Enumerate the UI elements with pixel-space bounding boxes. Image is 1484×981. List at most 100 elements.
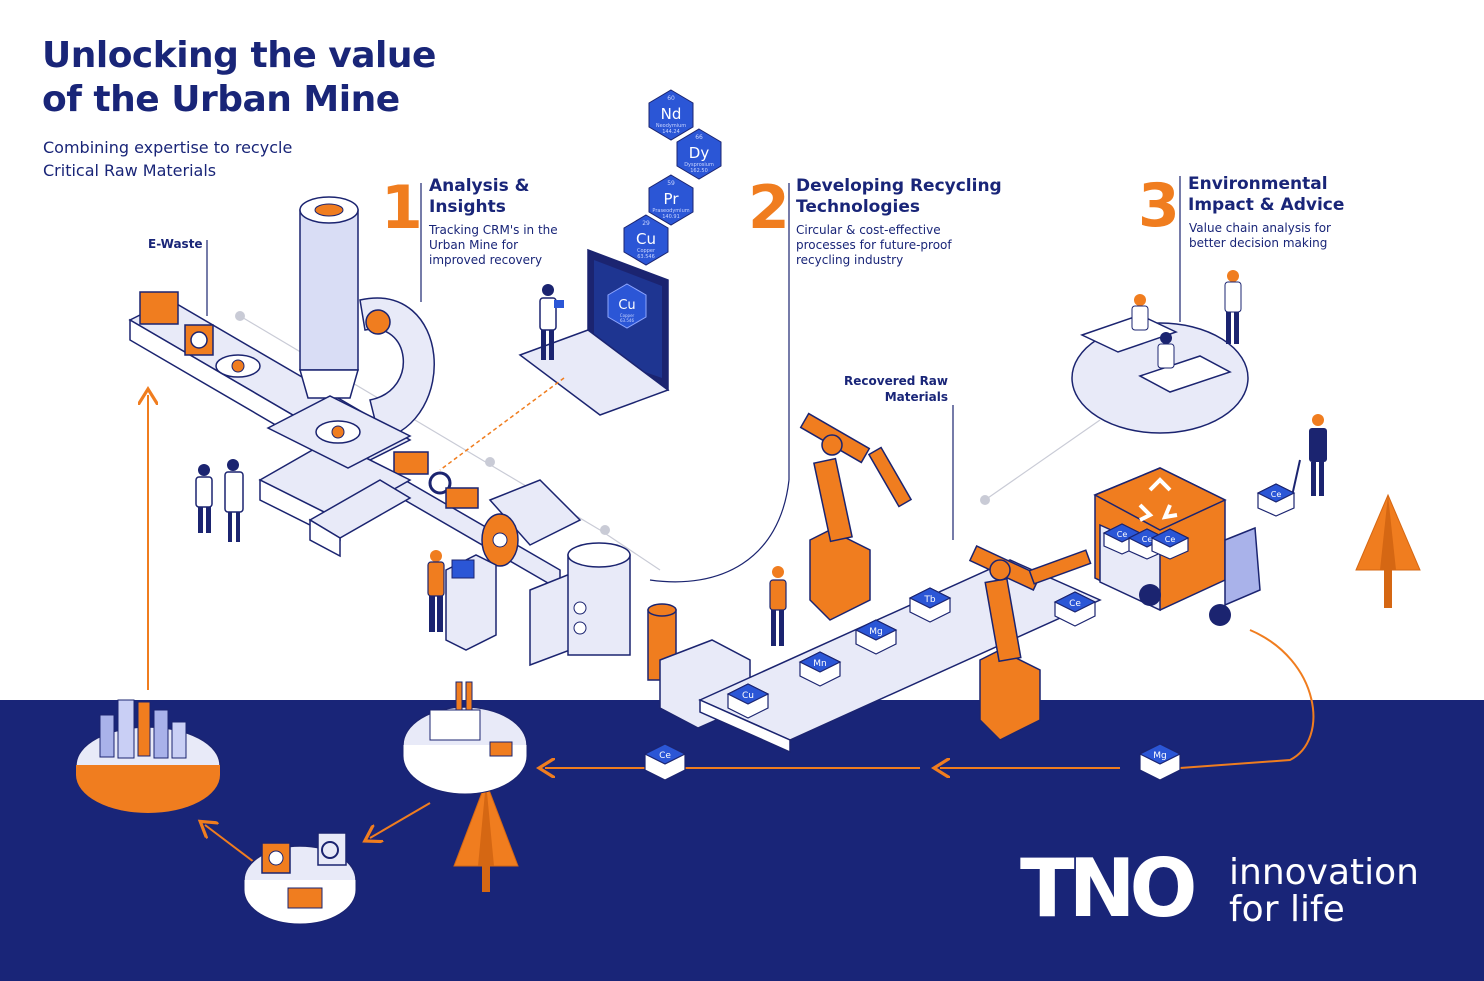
- svg-text:Copper: Copper: [637, 248, 656, 254]
- step-2-number: 2: [748, 173, 790, 243]
- tagline-line1: innovation: [1229, 852, 1419, 893]
- step-1-title-line2: Insights: [429, 197, 506, 217]
- step-2-title-line2: Technologies: [796, 197, 920, 217]
- trolley-token: Ce: [1256, 483, 1296, 517]
- svg-text:Mg: Mg: [869, 627, 882, 637]
- page-title: Unlocking the value of the Urban Mine: [42, 34, 436, 122]
- microscope: [258, 196, 435, 558]
- svg-text:TNO: TNO: [1020, 852, 1194, 924]
- element-hex-dy: 66 Dy Dysprosium 162.50: [676, 128, 722, 180]
- step-1-title: Analysis & Insights: [429, 176, 529, 218]
- element-hex-pr: 59 Pr Praseodymium 140.91: [648, 174, 694, 226]
- ewaste-label: E-Waste: [148, 237, 203, 251]
- svg-text:140.91: 140.91: [662, 214, 680, 220]
- robot-arm-1: [799, 412, 913, 621]
- svg-text:Cu: Cu: [618, 298, 635, 313]
- pallet-worker: [1289, 414, 1327, 506]
- svg-text:Cu: Cu: [636, 230, 656, 248]
- svg-text:63.546: 63.546: [637, 254, 655, 260]
- devices-platform: [243, 832, 357, 925]
- page-title-line2: of the Urban Mine: [42, 79, 400, 120]
- svg-text:Cu: Cu: [742, 691, 754, 701]
- svg-text:144.24: 144.24: [662, 129, 680, 135]
- svg-text:63.546: 63.546: [620, 318, 634, 323]
- element-hex-cu: 29 Cu Copper 63.546: [623, 214, 669, 266]
- step-3-title-line1: Environmental: [1188, 174, 1328, 194]
- svg-text:Nd: Nd: [661, 105, 682, 123]
- step-2-title: Developing Recycling Technologies: [796, 176, 1002, 218]
- svg-text:59: 59: [667, 180, 675, 187]
- svg-text:Copper: Copper: [620, 313, 635, 318]
- step-2-description: Circular & cost-effective processes for …: [796, 223, 952, 268]
- tno-tagline: innovation for life: [1229, 854, 1419, 928]
- svg-text:Ce: Ce: [1165, 535, 1176, 544]
- recovered-materials-line1: Recovered Raw: [844, 374, 948, 388]
- svg-text:Ce: Ce: [1069, 599, 1081, 609]
- factory-platform: [402, 681, 528, 795]
- bottom-band: [0, 700, 1484, 981]
- conveyor-token-ce: Ce: [1053, 591, 1097, 627]
- step-3-title-line2: Impact & Advice: [1188, 195, 1345, 215]
- page-subtitle-line1: Combining expertise to recycle: [43, 138, 293, 157]
- svg-text:Ce: Ce: [1142, 535, 1153, 544]
- step-2-title-line1: Developing Recycling: [796, 176, 1002, 196]
- step-lines: [206, 176, 1181, 540]
- advice-platform: [1071, 270, 1249, 434]
- element-hex-nd: 60 Nd Neodymium 144.24: [648, 89, 694, 141]
- step-1-description: Tracking CRM's in the Urban Mine for imp…: [429, 223, 558, 268]
- return-token-ce: Ce: [643, 743, 687, 781]
- svg-text:Ce: Ce: [1117, 530, 1128, 539]
- engineer-worker: [769, 566, 787, 646]
- svg-text:60: 60: [667, 95, 675, 102]
- truck-token-3: Ce: [1150, 528, 1190, 560]
- svg-text:Dysprosium: Dysprosium: [684, 162, 714, 168]
- step-2-desc-line3: recycling industry: [796, 253, 904, 267]
- page-subtitle-line2: Critical Raw Materials: [43, 161, 217, 180]
- step-2-desc-line1: Circular & cost-effective: [796, 223, 941, 237]
- step-1-desc-line3: improved recovery: [429, 253, 543, 267]
- page-title-line1: Unlocking the value: [42, 35, 436, 76]
- conveyor-token-tb: Tb: [908, 587, 952, 623]
- svg-text:Pr: Pr: [664, 190, 680, 208]
- furnace: [529, 542, 751, 729]
- scientists: [195, 459, 244, 542]
- conveyor-token-cu: Cu: [726, 683, 770, 719]
- city-platform: [75, 699, 221, 813]
- return-token-mg: Mg: [1138, 743, 1182, 781]
- tree-bottom: [453, 780, 519, 892]
- conveyor-token-mg: Mg: [854, 619, 898, 655]
- svg-text:Neodymium: Neodymium: [656, 123, 686, 129]
- step-1-desc-line1: Tracking CRM's in the: [429, 223, 558, 237]
- return-flow-arrows: [148, 395, 1315, 866]
- conveyor-token-mn: Mn: [798, 651, 842, 687]
- svg-text:Ce: Ce: [1271, 490, 1282, 499]
- step-3-description: Value chain analysis for better decision…: [1189, 221, 1331, 251]
- tree-right: [1355, 493, 1421, 608]
- svg-text:Dy: Dy: [689, 144, 710, 162]
- svg-text:Mg: Mg: [1153, 751, 1166, 761]
- svg-text:Praseodymium: Praseodymium: [652, 208, 689, 214]
- svg-text:66: 66: [695, 134, 703, 141]
- recovered-materials-line2: Materials: [884, 390, 948, 404]
- step-1-title-line1: Analysis &: [429, 176, 530, 196]
- step-2-desc-line2: processes for future-proof: [796, 238, 952, 252]
- step-3-number: 3: [1138, 171, 1180, 241]
- step-1-desc-line2: Urban Mine for: [429, 238, 519, 252]
- svg-text:Mn: Mn: [813, 659, 826, 669]
- svg-text:Tb: Tb: [923, 595, 935, 605]
- step-3-desc-line2: better decision making: [1189, 236, 1328, 250]
- svg-text:Ce: Ce: [659, 751, 671, 761]
- tagline-line2: for life: [1229, 889, 1345, 930]
- step-1-number: 1: [381, 173, 423, 243]
- tno-logo: TNO: [1020, 852, 1200, 924]
- robot-arm-2: [968, 544, 1092, 741]
- control-panel: [427, 550, 497, 651]
- laptop-screen-hex: Cu Copper 63.546: [607, 283, 647, 329]
- connector-dots: [235, 311, 990, 535]
- step-3-desc-line1: Value chain analysis for: [1189, 221, 1331, 235]
- recovered-materials-label: Recovered Raw Materials: [838, 373, 948, 405]
- shredder: [481, 479, 582, 567]
- svg-text:29: 29: [642, 220, 650, 227]
